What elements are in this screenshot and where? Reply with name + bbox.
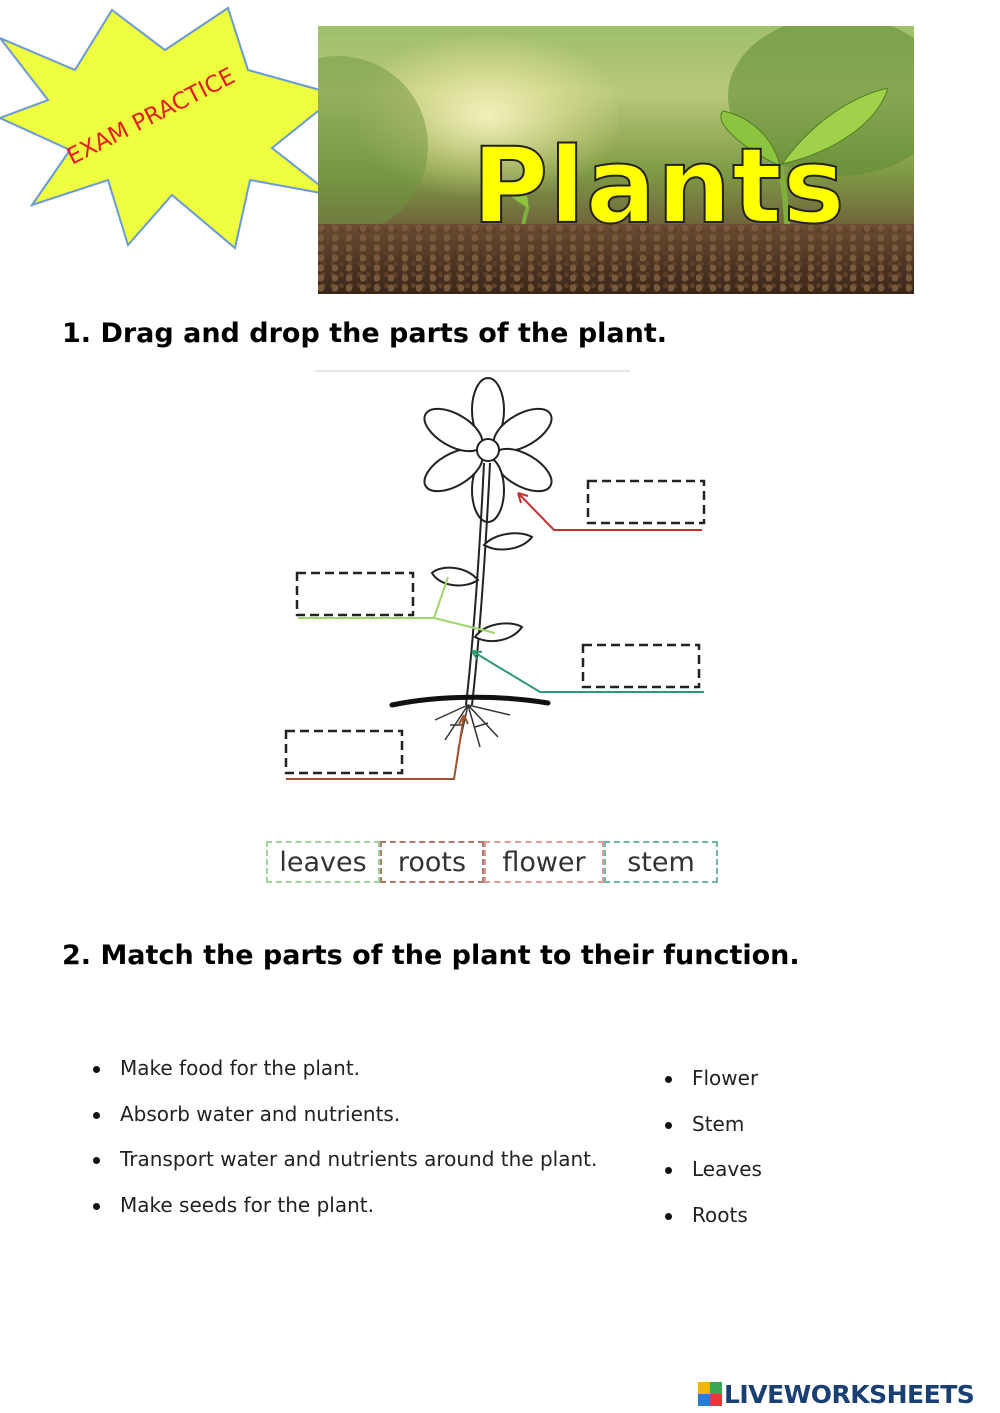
- part-item[interactable]: Flower: [662, 1066, 762, 1112]
- plant-diagram: [284, 370, 706, 780]
- starburst-shape: [0, 6, 341, 250]
- function-list: Make food for the plant. Absorb water an…: [90, 1056, 597, 1238]
- question-1-heading: 1. Drag and drop the parts of the plant.: [62, 318, 668, 349]
- flower-head: [423, 377, 553, 523]
- function-item[interactable]: Absorb water and nutrients.: [90, 1102, 597, 1148]
- plant-leaves: [430, 532, 534, 643]
- part-item[interactable]: Roots: [662, 1203, 762, 1249]
- sprouts-illustration: [318, 26, 914, 272]
- part-item[interactable]: Leaves: [662, 1157, 762, 1203]
- logo-mark-icon: [698, 1382, 722, 1406]
- roots-arrow: [286, 714, 469, 780]
- word-bank: leaves roots flower stem: [266, 841, 722, 889]
- question-2-heading: 2. Match the parts of the plant to their…: [62, 940, 800, 971]
- logo-text: LIVEWORKSHEETS: [724, 1379, 975, 1409]
- liveworksheets-logo: LIVEWORKSHEETS: [698, 1378, 994, 1410]
- flower-arrow: [517, 492, 702, 531]
- leaves-arrow: [298, 576, 496, 634]
- function-item[interactable]: Transport water and nutrients around the…: [90, 1147, 597, 1193]
- soil: [318, 224, 914, 294]
- word-stem[interactable]: stem: [604, 841, 718, 883]
- ground-line: [389, 694, 551, 708]
- word-flower[interactable]: flower: [484, 841, 604, 883]
- banner-title: Plants: [471, 125, 846, 247]
- function-item[interactable]: Make seeds for the plant.: [90, 1193, 597, 1239]
- stem-arrow: [471, 650, 704, 693]
- plant-stem: [465, 462, 485, 706]
- drop-box-roots[interactable]: [284, 729, 404, 775]
- plant-parts-list: Flower Stem Leaves Roots: [662, 1066, 762, 1248]
- drop-box-leaves[interactable]: [295, 571, 415, 617]
- plants-banner: Plants: [318, 26, 914, 294]
- word-roots[interactable]: roots: [380, 841, 484, 883]
- exam-practice-badge: EXAM PRACTICE: [0, 6, 341, 250]
- drop-box-flower[interactable]: [586, 479, 706, 525]
- plant-roots: [434, 704, 511, 751]
- part-item[interactable]: Stem: [662, 1112, 762, 1158]
- function-item[interactable]: Make food for the plant.: [90, 1056, 597, 1102]
- word-leaves[interactable]: leaves: [266, 841, 380, 883]
- drop-box-stem[interactable]: [581, 643, 701, 689]
